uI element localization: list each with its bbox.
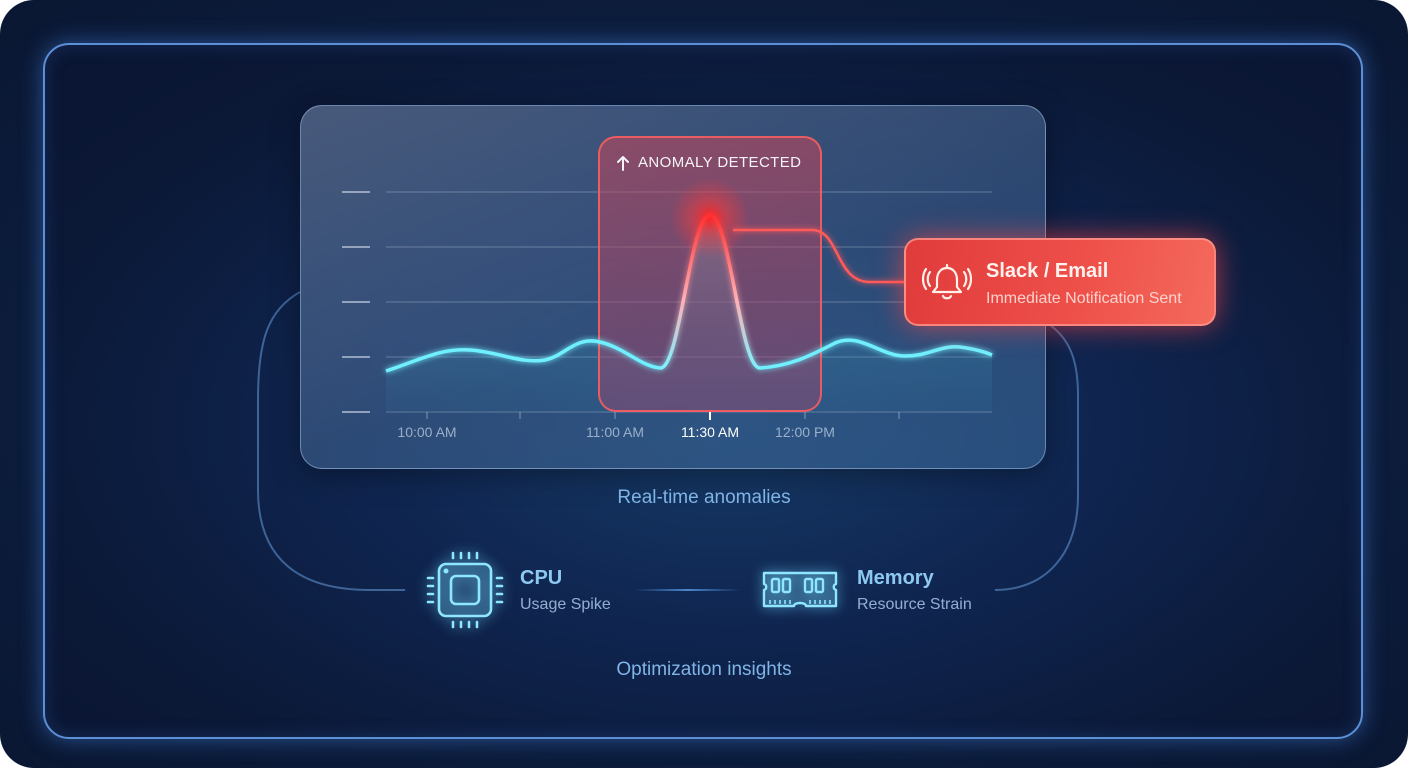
x-tick-label-active: 11:30 AM	[680, 424, 740, 440]
alert-title: Slack / Email	[986, 260, 1109, 282]
memory-ram-icon	[762, 571, 838, 608]
y-axis-ticks	[342, 191, 370, 413]
x-tick-label: 11:00 AM	[585, 424, 645, 440]
cpu-chip-icon	[426, 551, 504, 629]
x-tick-label: 10:00 AM	[397, 424, 457, 440]
cpu-title: CPU	[520, 567, 563, 589]
insights-caption: Optimization insights	[616, 659, 792, 680]
x-axis-ticks	[426, 412, 900, 419]
bell-ringing-icon	[922, 263, 972, 300]
x-tick-label: 12:00 PM	[775, 424, 835, 440]
metric-connector-line	[635, 589, 740, 591]
alert-notification-card[interactable]: Slack / Email Immediate Notification Sen…	[904, 238, 1216, 326]
realtime-caption: Real-time anomalies	[617, 487, 791, 508]
arrow-up-icon	[617, 155, 629, 171]
cpu-subtitle: Usage Spike	[520, 596, 611, 613]
memory-subtitle: Resource Strain	[857, 596, 972, 613]
memory-title: Memory	[857, 567, 934, 589]
anomaly-label-text: ANOMALY DETECTED	[638, 154, 802, 171]
anomaly-badge: ANOMALY DETECTED	[616, 154, 801, 171]
alert-subtitle: Immediate Notification Sent	[986, 290, 1182, 307]
